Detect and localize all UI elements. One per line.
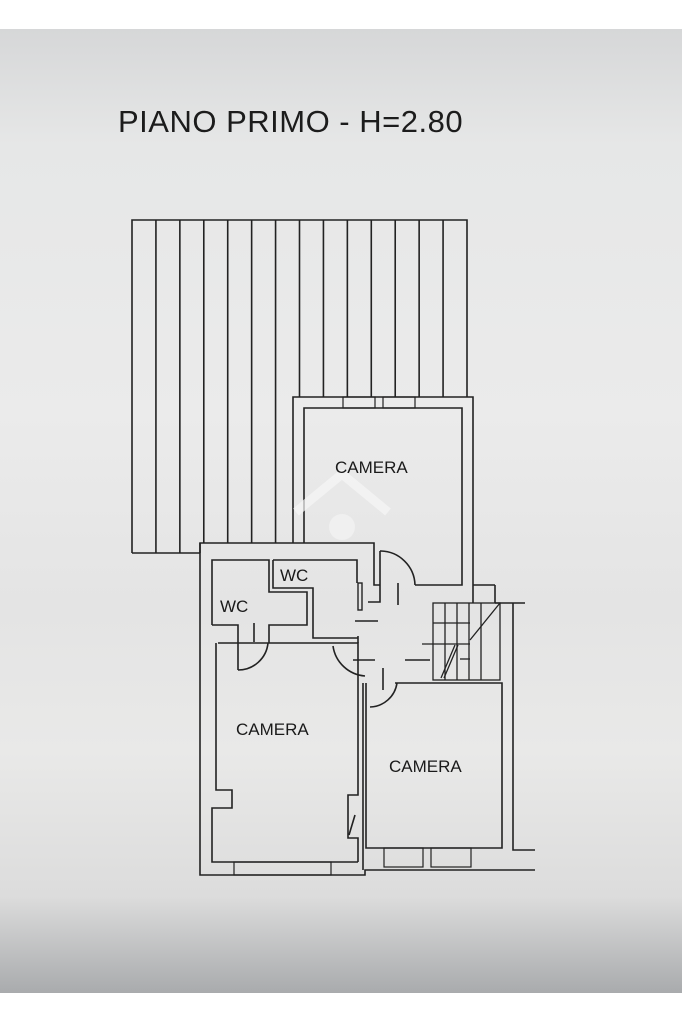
room-camera-left-walls	[211, 636, 359, 876]
room-camera-top-walls	[292, 396, 496, 603]
paper-sheet	[0, 29, 682, 993]
room-label-camera-bottom-left: CAMERA	[236, 720, 309, 739]
terrace-hatched-area	[131, 219, 468, 554]
plan-title: PIANO PRIMO - H=2.80	[118, 104, 464, 139]
building-outer-walls	[199, 542, 535, 876]
house-logo-icon	[293, 469, 391, 540]
room-label-wc-right: WC	[280, 566, 309, 585]
hall-doors	[332, 550, 430, 708]
room-label-wc-left: WC	[220, 597, 249, 616]
room-camera-right-walls	[362, 682, 503, 870]
room-label-camera-bottom-right: CAMERA	[389, 757, 462, 776]
wc-walls	[211, 559, 378, 671]
staircase	[422, 602, 501, 681]
room-label-camera-top: CAMERA	[335, 458, 408, 477]
